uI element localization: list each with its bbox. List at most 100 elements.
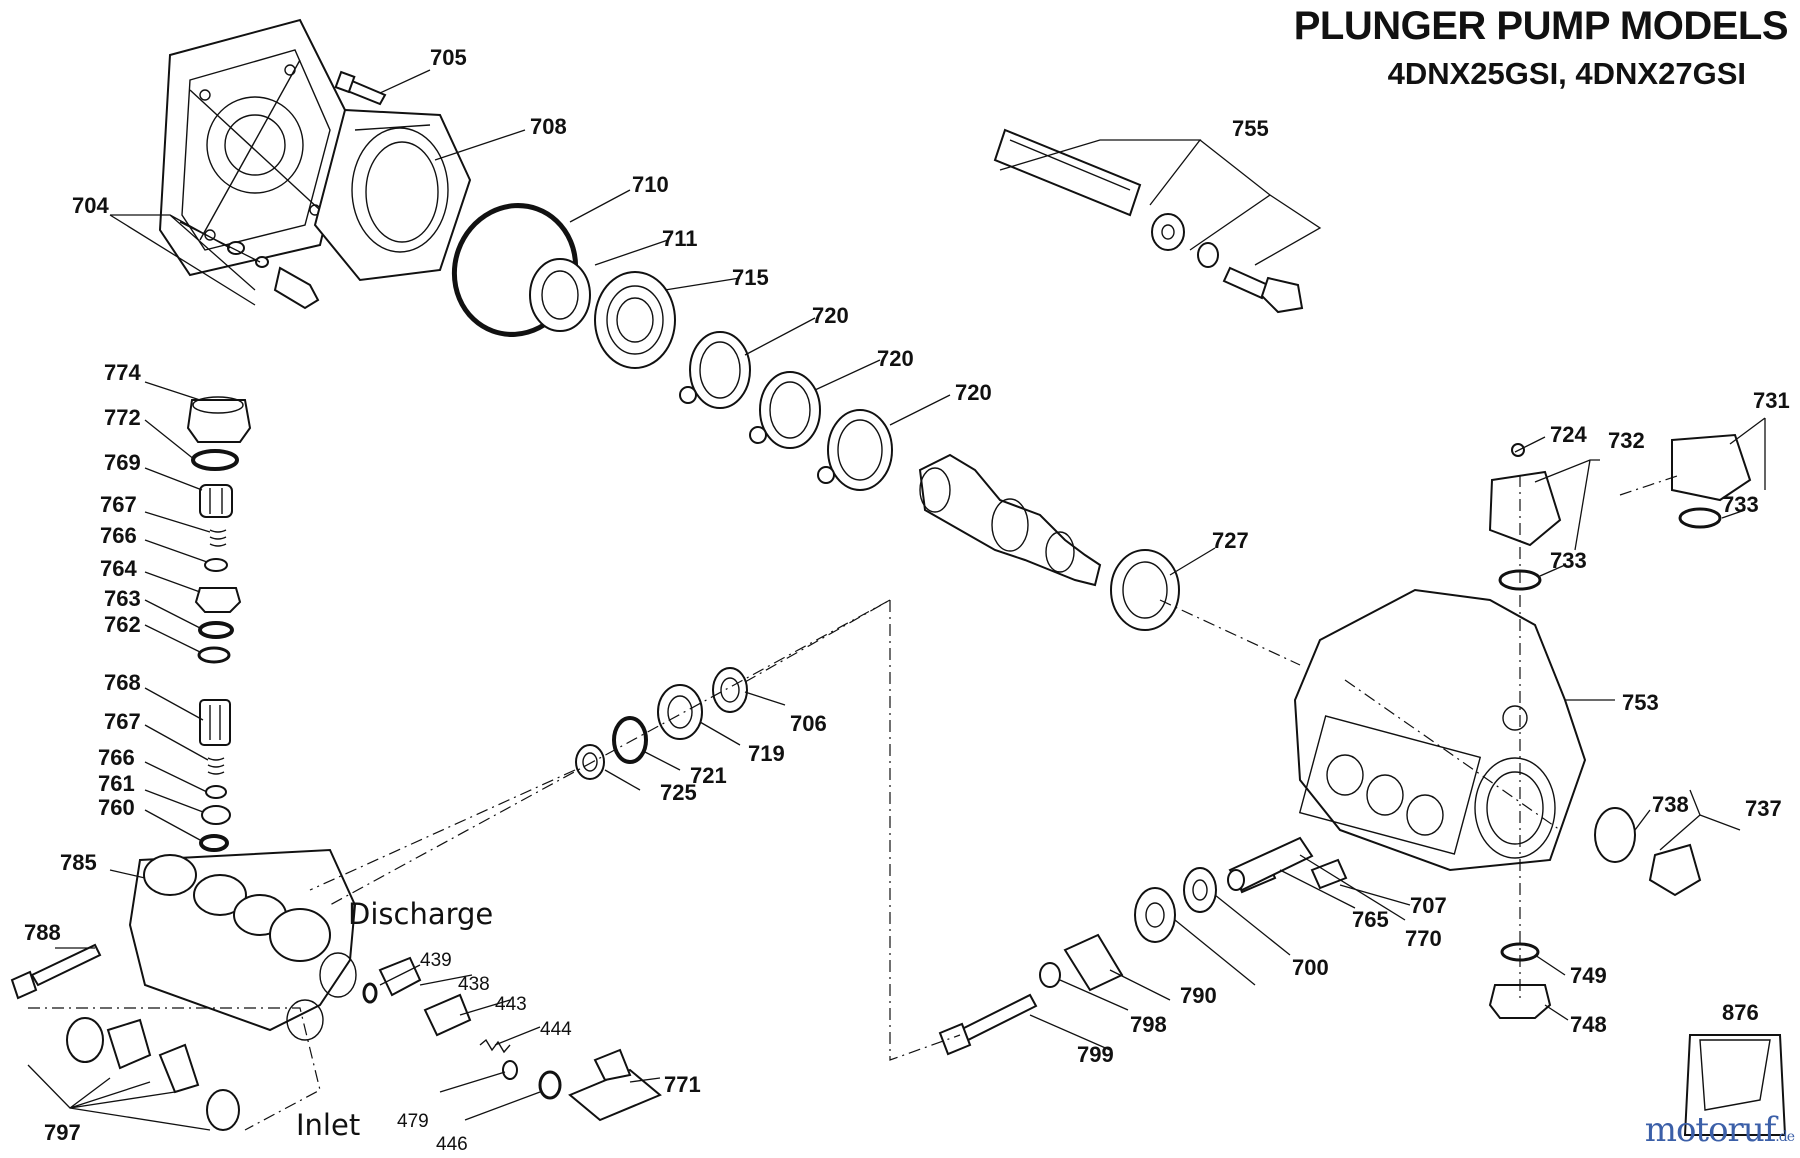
label-discharge: Discharge — [348, 897, 493, 931]
label-705: 705 — [430, 45, 467, 70]
part-762-ring[interactable] — [197, 646, 231, 664]
label-inlet: Inlet — [296, 1108, 360, 1142]
label-731: 731 — [1753, 388, 1790, 413]
part-753-crankcase[interactable] — [1293, 588, 1587, 872]
label-767b: 767 — [104, 709, 141, 734]
part-770-plunger-rod[interactable] — [1227, 836, 1314, 892]
part-721-o-ring[interactable] — [612, 716, 648, 764]
part-766-valve-top[interactable] — [204, 558, 228, 572]
part-725-seal[interactable] — [575, 744, 605, 780]
label-762: 762 — [104, 612, 141, 637]
part-727-bearing[interactable] — [1110, 549, 1180, 631]
part-crankshaft[interactable] — [918, 453, 1102, 587]
label-764: 764 — [100, 556, 137, 581]
part-768-cage[interactable] — [199, 699, 231, 746]
part-755-lock-washer[interactable] — [1197, 242, 1219, 268]
part-705-bolt[interactable] — [334, 70, 387, 106]
part-790-ring[interactable] — [1134, 887, 1176, 943]
part-767-spring-bottom[interactable] — [207, 757, 225, 775]
label-767a: 767 — [100, 492, 137, 517]
part-876-kit-box[interactable] — [1683, 1034, 1787, 1136]
label-766b: 766 — [98, 745, 135, 770]
label-749: 749 — [1570, 963, 1607, 988]
part-798-plunger[interactable] — [1063, 933, 1124, 992]
part-767-spring-top[interactable] — [209, 529, 227, 547]
label-790: 790 — [1180, 983, 1217, 1008]
part-706-seal[interactable] — [712, 667, 748, 713]
diagram-subtitle: 4DNX25GSI, 4DNX27GSI — [1387, 56, 1746, 91]
part-755-grease-tube[interactable] — [993, 128, 1142, 217]
part-755-bolt[interactable] — [1222, 266, 1304, 314]
watermark-suffix: .de — [1775, 1129, 1795, 1145]
label-761: 761 — [98, 771, 135, 796]
label-438: 438 — [458, 974, 490, 995]
part-708-bearing-housing[interactable] — [313, 108, 472, 282]
label-720b: 720 — [877, 346, 914, 371]
part-772-o-ring[interactable] — [191, 449, 239, 471]
part-797-inlet-kit[interactable] — [66, 1017, 240, 1131]
part-732-cap[interactable] — [1488, 470, 1562, 547]
label-753: 753 — [1622, 690, 1659, 715]
part-798-washer[interactable] — [1039, 962, 1061, 988]
label-719: 719 — [748, 741, 785, 766]
part-446-o-ring[interactable] — [538, 1070, 562, 1100]
label-446: 446 — [436, 1134, 468, 1155]
part-700-seal[interactable] — [1183, 867, 1217, 913]
part-720-shim-1[interactable] — [679, 331, 751, 409]
part-737-plug[interactable] — [1648, 843, 1702, 897]
label-788: 788 — [24, 920, 61, 945]
label-755: 755 — [1232, 116, 1269, 141]
label-439: 439 — [420, 950, 452, 971]
label-706: 706 — [790, 711, 827, 736]
part-760-o-ring[interactable] — [199, 834, 229, 852]
part-766-valve-bottom[interactable] — [205, 785, 227, 799]
part-788-bolt[interactable] — [10, 943, 102, 1000]
part-799-bolt[interactable] — [938, 993, 1038, 1056]
part-761-valve-seat-bottom[interactable] — [201, 805, 231, 825]
label-727: 727 — [1212, 528, 1249, 553]
label-765: 765 — [1352, 907, 1389, 932]
part-731-oil-cap[interactable] — [1671, 433, 1752, 502]
label-732: 732 — [1608, 428, 1645, 453]
part-774-plug[interactable] — [186, 396, 252, 443]
label-768: 768 — [104, 670, 141, 695]
part-443-piston[interactable] — [423, 993, 472, 1037]
part-711-seal[interactable] — [529, 258, 591, 332]
watermark-logo: motoruf.de — [1645, 1110, 1795, 1150]
part-785-manifold[interactable] — [128, 848, 357, 1041]
part-704-cover-plate[interactable] — [158, 18, 352, 310]
label-720c: 720 — [955, 380, 992, 405]
part-771-unloader[interactable] — [568, 1048, 662, 1122]
part-733-o-ring-top[interactable] — [1678, 507, 1722, 529]
part-707-pin[interactable] — [1310, 858, 1348, 890]
label-721: 721 — [690, 763, 727, 788]
part-720-shim-2[interactable] — [749, 371, 821, 449]
part-755-washer[interactable] — [1151, 213, 1185, 251]
label-711: 711 — [662, 226, 698, 251]
label-710: 710 — [632, 172, 669, 197]
label-760: 760 — [98, 795, 135, 820]
label-725: 725 — [660, 780, 697, 805]
part-439-o-ring[interactable] — [362, 982, 378, 1004]
part-738-gasket[interactable] — [1594, 807, 1636, 863]
label-733a: 733 — [1722, 492, 1759, 517]
part-444-spring[interactable] — [479, 1038, 511, 1054]
part-769-retainer[interactable] — [199, 484, 233, 518]
part-715-ball-bearing[interactable] — [594, 271, 676, 369]
diagram-title: PLUNGER PUMP MODELS — [1293, 4, 1789, 48]
part-764-valve-seat-top[interactable] — [194, 587, 242, 613]
part-719-retainer[interactable] — [657, 684, 703, 740]
label-738: 738 — [1652, 792, 1689, 817]
label-704: 704 — [72, 193, 109, 218]
label-772: 772 — [104, 405, 141, 430]
label-774: 774 — [104, 360, 141, 385]
part-748-drain-plug[interactable] — [1488, 984, 1552, 1019]
part-479-washer[interactable] — [502, 1060, 518, 1080]
part-763-o-ring[interactable] — [198, 621, 234, 639]
part-720-shim-3[interactable] — [817, 409, 893, 491]
part-438-nozzle[interactable] — [378, 956, 422, 997]
label-797: 797 — [44, 1120, 81, 1145]
label-770: 770 — [1405, 926, 1442, 951]
label-737: 737 — [1745, 796, 1782, 821]
